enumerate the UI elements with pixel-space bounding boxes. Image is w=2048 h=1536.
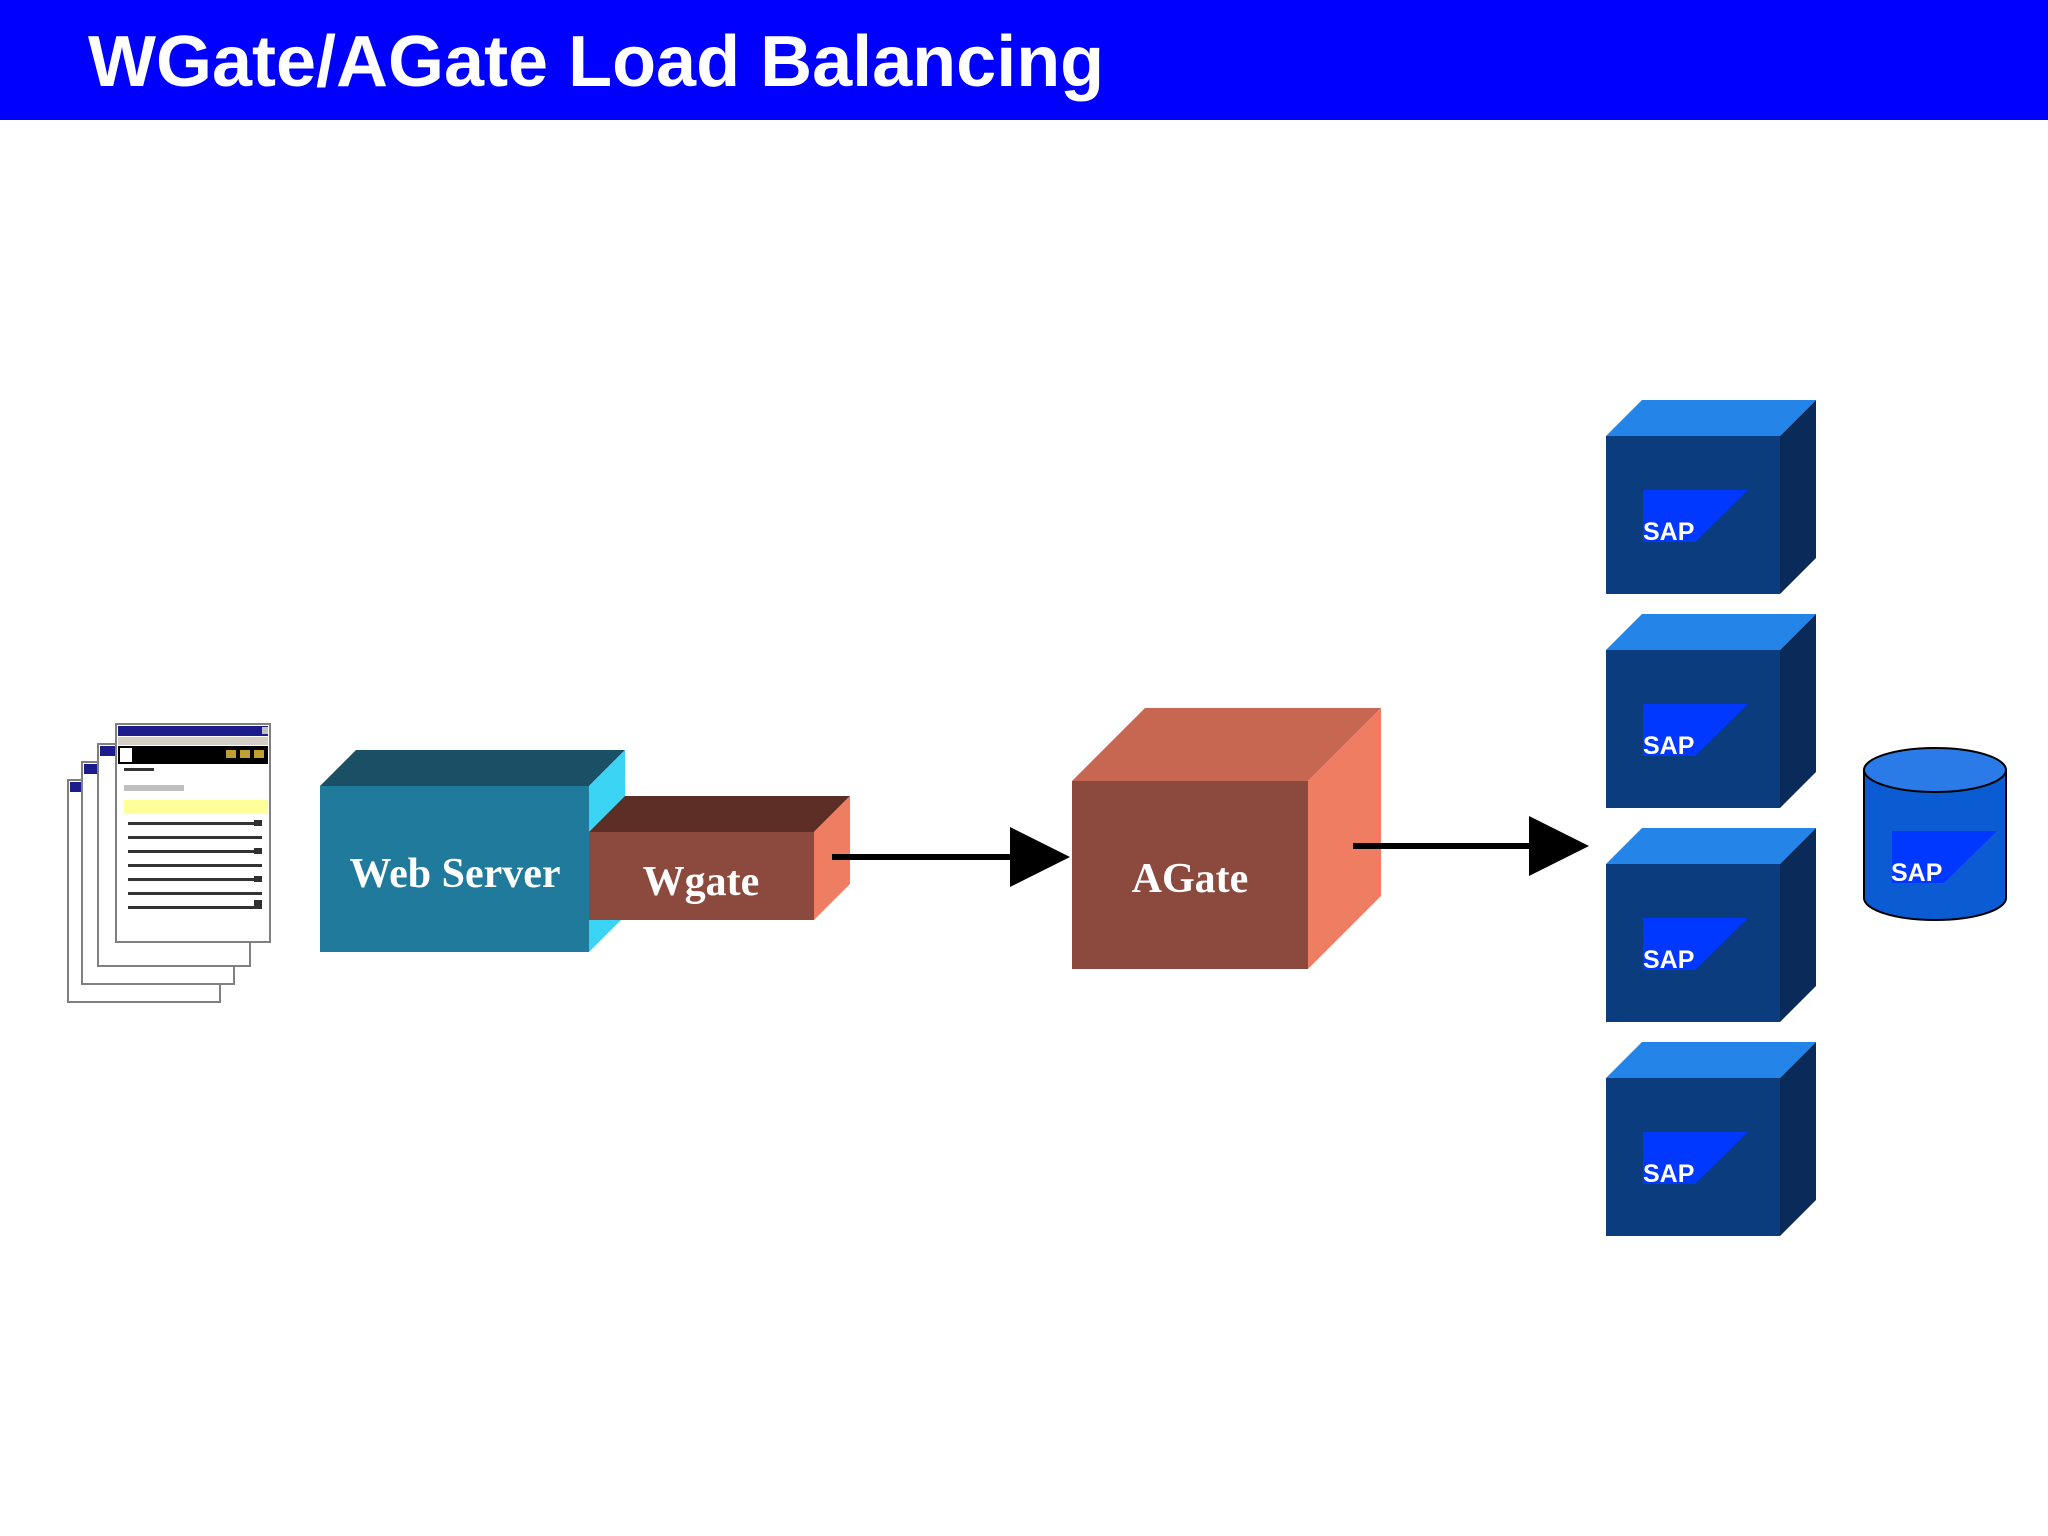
browser-window	[115, 723, 271, 943]
database-icon	[1892, 831, 1997, 883]
sap-logo-icon	[1643, 918, 1748, 970]
sap-server-label: SAP	[1643, 732, 1694, 760]
web-server-node: Web Server	[320, 750, 625, 952]
sap-database-label: SAP	[1891, 859, 1942, 887]
sap-logo-icon	[1643, 704, 1748, 756]
sap-server-3: SAP	[1606, 828, 1816, 1022]
sap-server-label: SAP	[1643, 946, 1694, 974]
sap-server-label: SAP	[1643, 1160, 1694, 1188]
title-bar: WGate/AGate Load Balancing	[0, 0, 2048, 120]
sap-server-1: SAP	[1606, 400, 1816, 594]
agate-label: AGate	[1132, 856, 1249, 902]
wgate-node: Wgate	[589, 796, 850, 920]
sap-database: SAP	[1863, 747, 2007, 921]
agate-node: AGate	[1072, 708, 1381, 969]
browser-window-stack-icon	[67, 723, 271, 1003]
web-server-label: Web Server	[349, 851, 560, 897]
sap-logo-icon	[1643, 490, 1748, 542]
sap-logo-icon	[1643, 1132, 1748, 1184]
sap-server-4: SAP	[1606, 1042, 1816, 1236]
wgate-label: Wgate	[643, 859, 760, 905]
sap-server-2: SAP	[1606, 614, 1816, 808]
slide-title: WGate/AGate Load Balancing	[88, 22, 1105, 102]
sap-server-label: SAP	[1643, 518, 1694, 546]
